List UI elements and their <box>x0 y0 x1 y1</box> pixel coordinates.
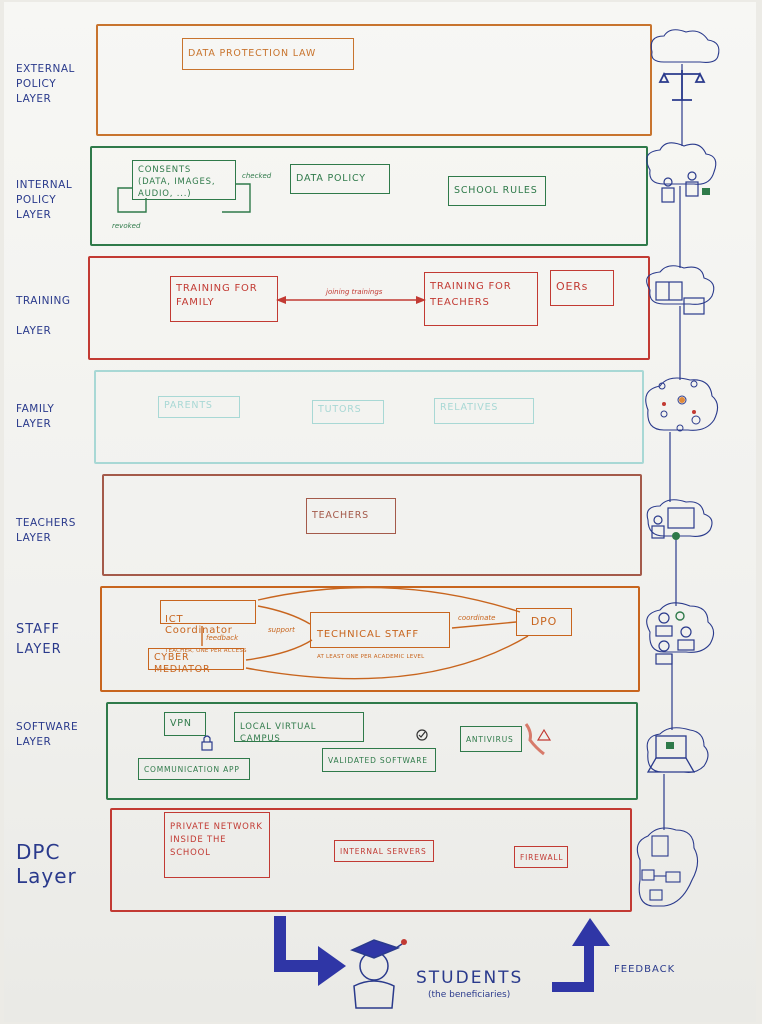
people-lock-icon <box>661 171 699 203</box>
cyber-mediator-box: CYBER MEDIATOR <box>148 648 244 675</box>
layer-label-training: TRAINING LAYER <box>16 295 71 337</box>
tutors-box: TUTORS <box>312 400 384 424</box>
warning-icon <box>536 728 552 741</box>
students-label: STUDENTS <box>416 968 524 988</box>
laptop-lock-icon <box>646 735 696 773</box>
layer-label-external-policy: EXTERNAL POLICY LAYER <box>16 63 75 105</box>
relatives-box: RELATIVES <box>434 398 534 424</box>
internal-servers-box: INTERNAL SERVERS <box>334 840 434 862</box>
teachers-box: TEACHERS <box>306 498 396 534</box>
validated-software-box: VALIDATED SOFTWARE <box>322 748 436 772</box>
technical-staff-sublabel: AT LEAST ONE PER ACADEMIC LEVEL <box>317 654 425 660</box>
family-group-icon <box>658 380 701 432</box>
dpo-box: DPO <box>516 608 572 636</box>
training-for-family-box: TRAINING FOR FAMILY <box>170 276 278 322</box>
external-policy-layer-box <box>96 24 652 136</box>
software-layer-box <box>106 702 638 800</box>
layer-label-staff: STAFF LAYER <box>16 622 62 657</box>
firewall-box: FIREWALL <box>514 846 568 868</box>
parents-box: PARENTS <box>158 396 240 418</box>
dpo-coordinate-arrow <box>451 621 517 629</box>
teachers-layer-box <box>102 474 642 576</box>
dpo-cyber-arc <box>245 635 529 680</box>
data-policy-box: DATA POLICY <box>290 164 390 194</box>
feedback-label: FEEDBACK <box>614 964 676 975</box>
ict-coordinator-box: ICT Coordinator TEACHER, ONE PER ACCESS <box>160 600 256 654</box>
support-note: support <box>268 626 295 634</box>
joining-trainings-note: joining trainings <box>326 288 383 296</box>
school-rules-box: SCHOOL RULES <box>448 176 546 206</box>
check-circle-icon <box>416 729 428 741</box>
technical-staff-box: TECHNICAL STAFF AT LEAST ONE PER ACADEMI… <box>310 612 450 660</box>
private-network-box: PRIVATE NETWORK INSIDE THE SCHOOL <box>164 812 270 878</box>
vpn-box: VPN <box>164 712 206 736</box>
technical-support-arrow-ict <box>257 605 311 625</box>
student-graduate-icon <box>350 939 403 1009</box>
layer-label-software: SOFTWARE LAYER <box>16 721 79 748</box>
feedback-note: feedback <box>206 634 239 642</box>
scales-icon <box>658 70 706 101</box>
consents-checked-arrow <box>222 183 251 213</box>
consents-box: CONSENTS (data, images, audio, ...) <box>132 160 236 200</box>
teacher-board-icon <box>651 507 695 539</box>
technical-staff-label: TECHNICAL STAFF <box>317 629 419 640</box>
revoked-note: revoked <box>112 222 141 230</box>
layer-label-family: FAMILY LAYER <box>16 403 55 430</box>
books-icon <box>655 281 705 315</box>
up-arrow-icon <box>552 918 610 992</box>
communication-app-box: COMMUNICATION APP <box>138 758 250 780</box>
layer-label-dpc: DPC Layer <box>16 840 77 888</box>
checked-note: checked <box>242 172 272 180</box>
dpc-layer-box <box>110 808 632 912</box>
internal-policy-layer-box <box>90 146 648 246</box>
down-right-arrow-icon <box>274 916 346 986</box>
oers-box: OERs <box>550 270 614 306</box>
padlock-icon <box>201 741 213 751</box>
coordinate-note: coordinate <box>458 614 496 622</box>
data-protection-law: DATA PROTECTION LAW <box>182 38 354 70</box>
network-document-icon <box>641 835 681 901</box>
worm-icon <box>524 723 545 756</box>
local-virtual-campus-box: LOCAL VIRTUAL CAMPUS <box>234 712 364 744</box>
ict-coordinator-label: ICT Coordinator <box>165 614 233 636</box>
layer-label-teachers: TEACHERS LAYER <box>16 517 76 544</box>
antivirus-box: ANTIVIRUS <box>460 726 522 752</box>
consents-revoked-arrow <box>117 187 147 213</box>
ict-coordinator-sublabel: TEACHER, ONE PER ACCESS <box>165 648 247 654</box>
family-layer-box <box>94 370 644 464</box>
chain-links <box>663 64 683 830</box>
dpo-ict-arc <box>257 586 521 613</box>
staff-group-icon <box>655 612 695 665</box>
training-layer-box <box>88 256 650 360</box>
technical-support-arrow-cyber <box>245 639 313 661</box>
cloud-chain <box>636 29 720 907</box>
layer-label-internal-policy: INTERNAL POLICY LAYER <box>16 179 73 221</box>
training-for-teachers-box: TRAINING FOR TEACHERS <box>424 272 538 326</box>
students-sublabel: (the beneficiaries) <box>428 990 511 1000</box>
